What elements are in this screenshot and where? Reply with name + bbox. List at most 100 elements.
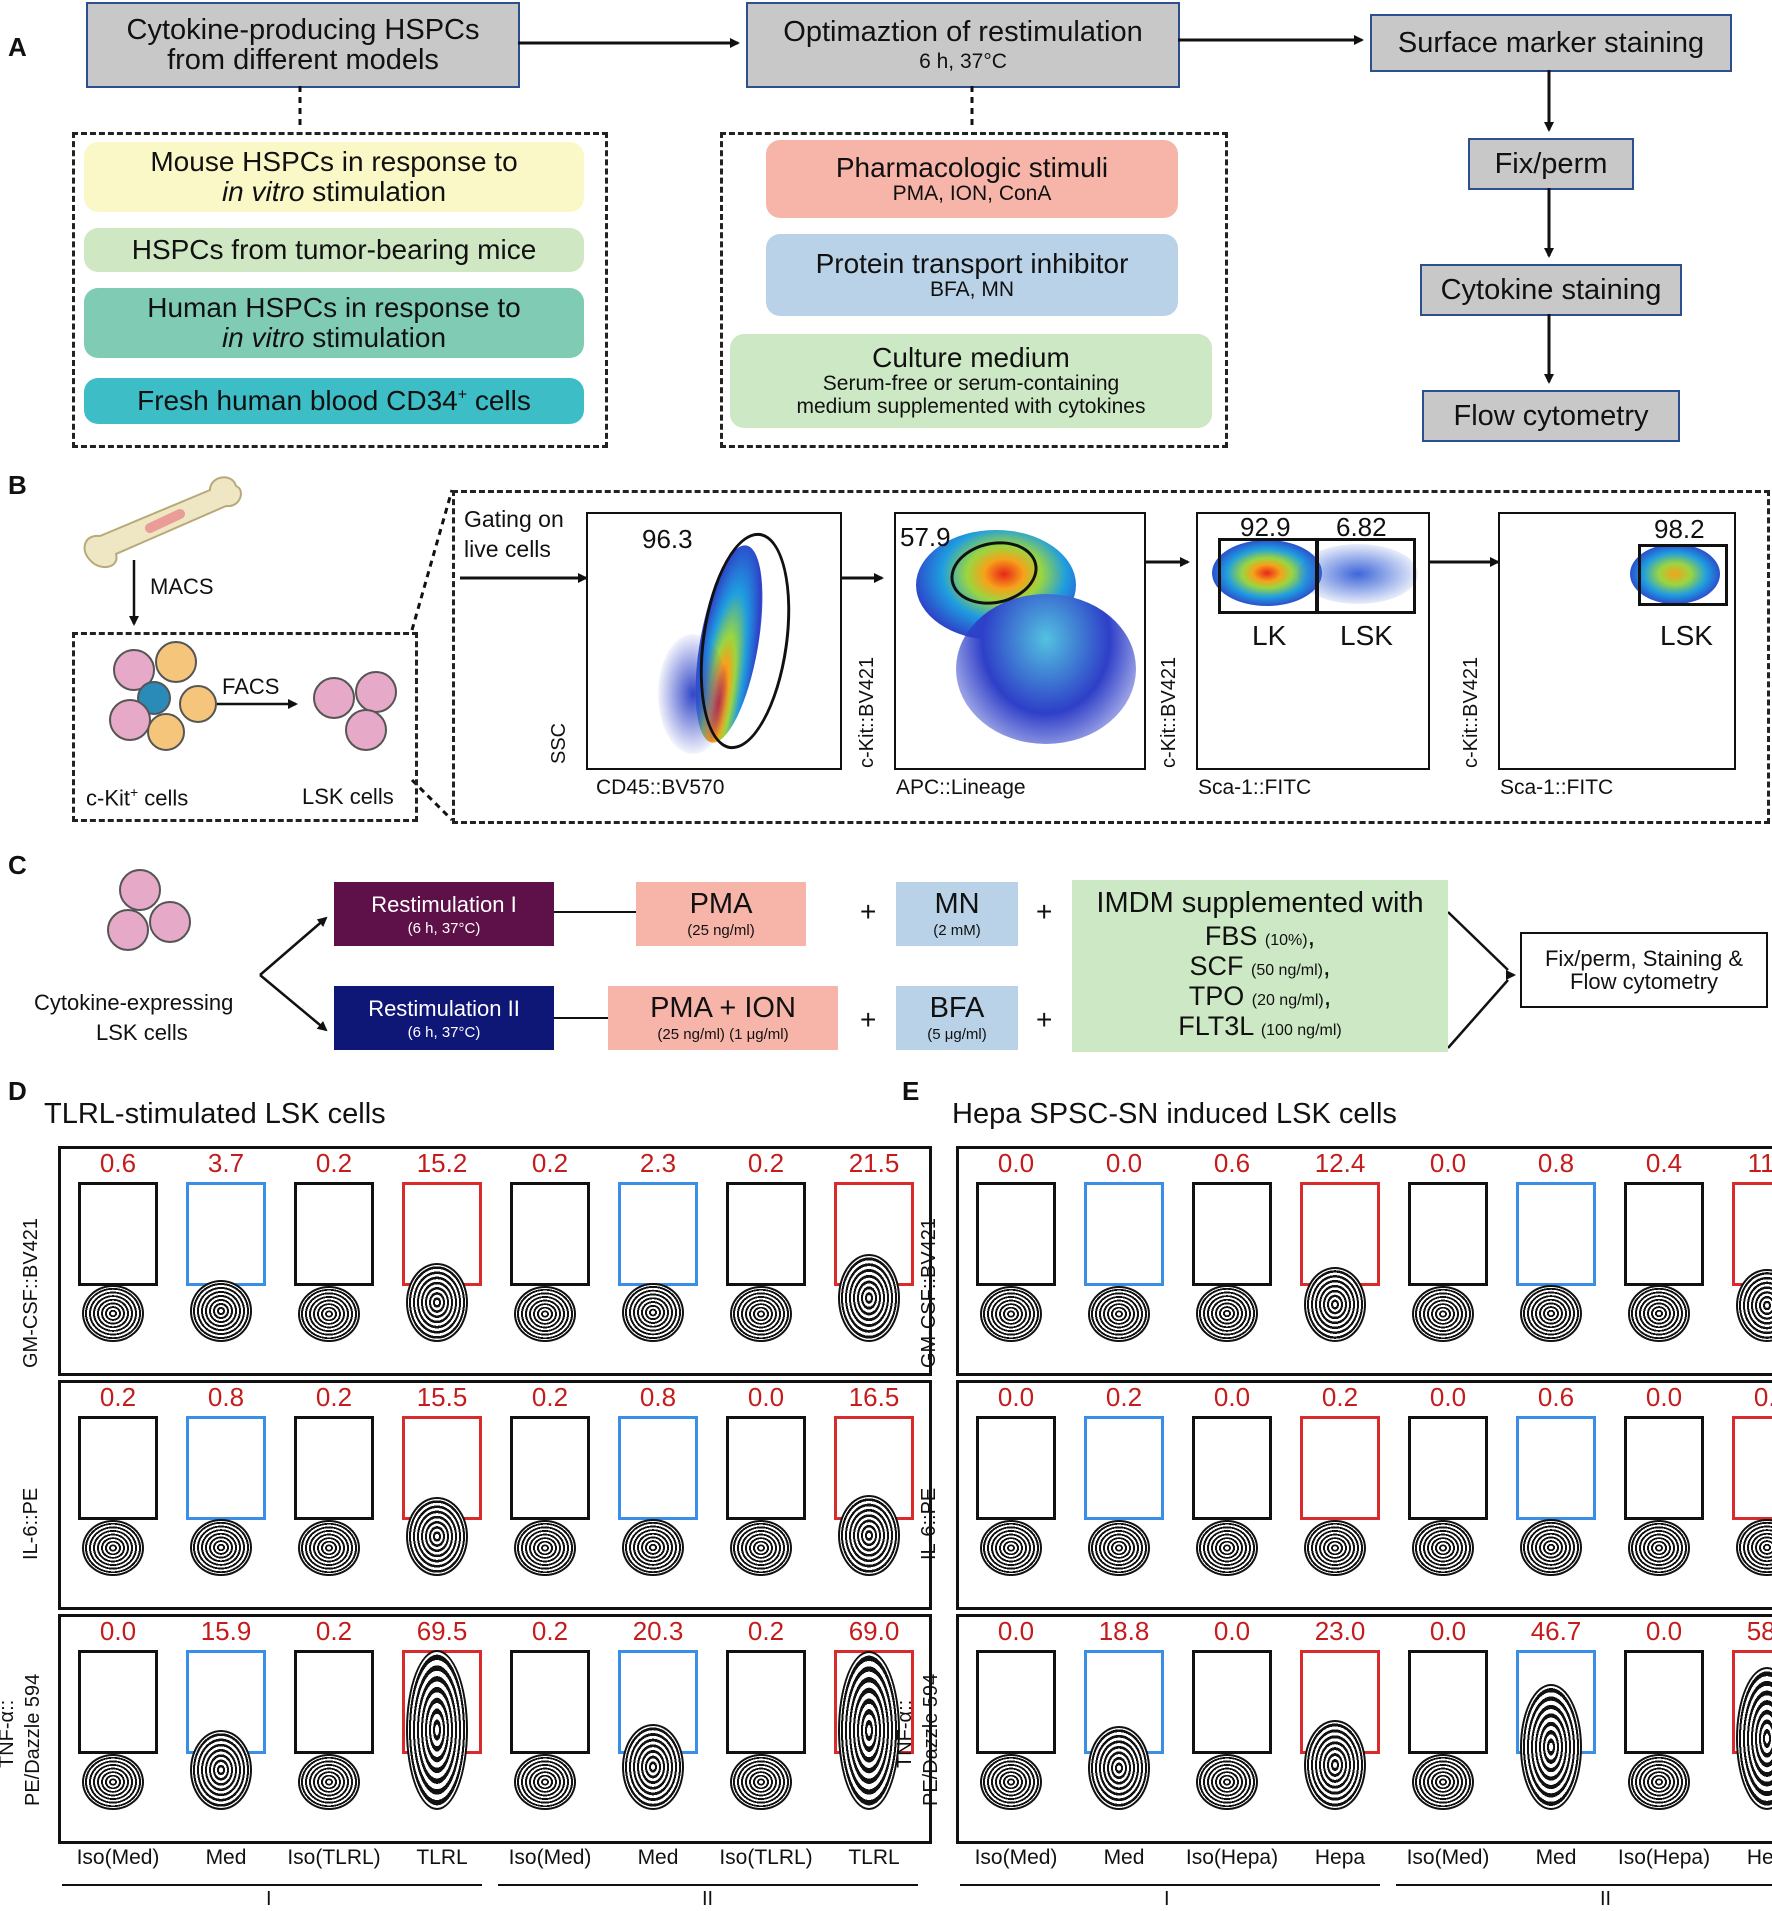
percent-label: 15.9 bbox=[200, 1616, 252, 1646]
contour-blob bbox=[622, 1518, 684, 1576]
pma-box: PMA (25 ng/ml) bbox=[636, 882, 806, 946]
gate-box bbox=[1192, 1650, 1272, 1754]
contour-blob bbox=[514, 1285, 576, 1342]
contour-blob bbox=[1520, 1519, 1582, 1576]
percent-label: 0.0 bbox=[747, 1382, 785, 1412]
axis-ylabel: GM-CSF::BV421 bbox=[918, 1217, 940, 1368]
plot2-xlabel: APC::Lineage bbox=[896, 776, 1026, 799]
contour-blob bbox=[980, 1754, 1042, 1810]
medium-item-conc: (50 ng/ml) bbox=[1250, 962, 1324, 980]
stim-culture-medium: Culture medium Serum-free or serum-conta… bbox=[730, 334, 1212, 428]
percent-label: 0.2 bbox=[1321, 1382, 1359, 1412]
percent-label: 0.2 bbox=[531, 1382, 569, 1412]
cell-cluster-lsk bbox=[313, 671, 397, 751]
gate-box bbox=[976, 1650, 1056, 1754]
contour-blob bbox=[1304, 1267, 1366, 1342]
sample-label: Hepa bbox=[1314, 1846, 1366, 1869]
percent-label: 16.5 bbox=[848, 1382, 900, 1412]
percent-label: 0.2 bbox=[315, 1148, 353, 1178]
contour-blob bbox=[190, 1730, 252, 1810]
restim1-box: Restimulation I (6 h, 37°C) bbox=[334, 882, 554, 946]
sample-label: Iso(TLRL) bbox=[287, 1846, 381, 1869]
step-label: Flow cytometry bbox=[1453, 399, 1649, 432]
contour-blob bbox=[406, 1649, 468, 1810]
medium-item-name: FLT3L bbox=[1178, 1010, 1254, 1041]
plot1-xlabel: CD45::BV570 bbox=[596, 776, 725, 799]
percent-label: 0.2 bbox=[747, 1616, 785, 1646]
percent-label: 0.0 bbox=[997, 1148, 1035, 1178]
percent-label: 0.2 bbox=[747, 1148, 785, 1178]
gate-box bbox=[618, 1182, 698, 1286]
sample-label: Med bbox=[205, 1846, 247, 1869]
stim-title: Protein transport inhibitor bbox=[815, 247, 1129, 279]
gate-box bbox=[1192, 1416, 1272, 1520]
stim-transport-inhibitor: Protein transport inhibitor BFA, MN bbox=[766, 234, 1178, 316]
gate-box bbox=[78, 1182, 158, 1286]
plus-sign: + bbox=[1036, 1004, 1053, 1035]
percent-label: 69.5 bbox=[416, 1616, 468, 1646]
stim-title: Pharmacologic stimuli bbox=[835, 151, 1109, 183]
cell-cluster-cytokine bbox=[107, 869, 191, 951]
contour-blob bbox=[838, 1253, 900, 1342]
contour-blob bbox=[1412, 1286, 1474, 1342]
contour-blob bbox=[1196, 1520, 1258, 1576]
panel-letter-b: B bbox=[8, 470, 27, 500]
contour-blob bbox=[298, 1519, 360, 1576]
percent-label: 0.2 bbox=[315, 1616, 353, 1646]
restim2-sub: (6 h, 37°C) bbox=[407, 1023, 481, 1041]
gate-box bbox=[186, 1182, 266, 1286]
gate-box bbox=[510, 1416, 590, 1520]
group-label: I bbox=[1164, 1888, 1170, 1910]
flow-plot-lineage bbox=[894, 512, 1146, 770]
percent-label: 0.8 bbox=[1537, 1148, 1575, 1178]
percent-label: 15.2 bbox=[416, 1148, 468, 1178]
sample-label: TLRL bbox=[848, 1846, 900, 1869]
medium-item-conc: (20 ng/ml) bbox=[1251, 991, 1324, 1009]
panel-c-lines bbox=[259, 911, 1516, 1049]
percent-label: 11.6 bbox=[1747, 1148, 1772, 1178]
contour-blob bbox=[1520, 1284, 1582, 1342]
gate-box bbox=[1624, 1416, 1704, 1520]
stim-sub: BFA, MN bbox=[929, 277, 1014, 301]
percent-label: 46.7 bbox=[1530, 1616, 1582, 1646]
bone-illustration bbox=[83, 476, 242, 569]
percent-label: 20.3 bbox=[632, 1616, 684, 1646]
flow-plot-cd45 bbox=[586, 512, 842, 770]
contour-blob bbox=[1628, 1520, 1690, 1576]
models-box-line2: from different models bbox=[167, 44, 439, 76]
step-cytokine-staining: Cytokine staining bbox=[1420, 264, 1682, 316]
plus-sign: + bbox=[860, 896, 877, 927]
sample-label: Iso(Med) bbox=[508, 1846, 592, 1869]
model-line: Fresh human blood CD34 bbox=[137, 384, 458, 416]
percent-label: 0.0 bbox=[1105, 1148, 1143, 1178]
percent-label: 0.0 bbox=[997, 1382, 1035, 1412]
gate-box bbox=[294, 1182, 374, 1286]
gate-box bbox=[1516, 1182, 1596, 1286]
sample-label: Med bbox=[1103, 1846, 1145, 1869]
final-step-line1: Fix/perm, Staining & bbox=[1544, 945, 1744, 971]
cell-sort-box bbox=[72, 632, 418, 822]
restim2-box: Restimulation II (6 h, 37°C) bbox=[334, 986, 554, 1050]
model-italic: in vitro bbox=[221, 322, 305, 353]
group-line bbox=[498, 1884, 918, 1886]
restimulation-title: Optimaztion of restimulation bbox=[783, 15, 1143, 48]
contour-blob bbox=[730, 1285, 792, 1342]
gate-box bbox=[1408, 1182, 1488, 1286]
gate-box bbox=[78, 1650, 158, 1754]
percent-label: 0.6 bbox=[1213, 1148, 1251, 1178]
percent-label: 15.5 bbox=[416, 1382, 468, 1412]
gating-box bbox=[452, 490, 1770, 824]
contour-blob bbox=[298, 1285, 360, 1342]
medium-item-name: TPO bbox=[1188, 980, 1245, 1011]
model-line: cells bbox=[467, 384, 531, 416]
contour-blob bbox=[190, 1518, 252, 1576]
panel-d-title: TLRL-stimulated LSK cells bbox=[44, 1098, 386, 1130]
contour-blob bbox=[838, 1650, 900, 1810]
percent-label: 0.0 bbox=[1429, 1616, 1467, 1646]
panel-e-title: Hepa SPSC-SN induced LSK cells bbox=[952, 1098, 1397, 1130]
sample-label: Hepa bbox=[1746, 1846, 1772, 1869]
contour-blob bbox=[1304, 1719, 1366, 1810]
plot3-gate-right: LSK bbox=[1340, 620, 1393, 651]
stim-pharmacologic: Pharmacologic stimuli PMA, ION, ConA bbox=[766, 140, 1178, 218]
contour-blob bbox=[1088, 1725, 1150, 1810]
